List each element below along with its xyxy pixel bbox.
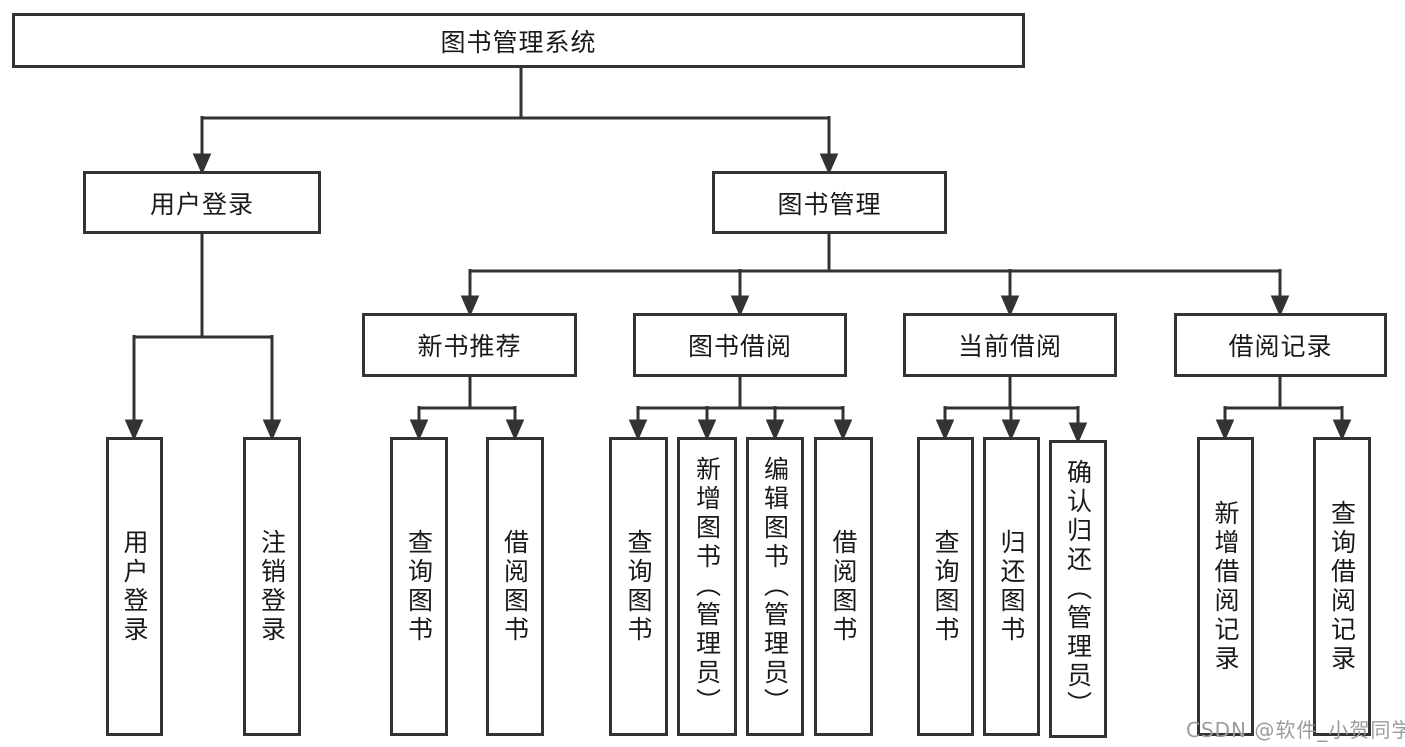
arrowhead-icon <box>460 295 480 317</box>
leaf-query-books-recommend: 查询图书 <box>390 437 448 736</box>
connector-user-login-children <box>124 234 282 441</box>
node-borrowing-records: 借阅记录 <box>1174 313 1387 377</box>
leaf-add-book-admin: 新增图书（管理员） <box>677 437 737 736</box>
arrowhead-icon <box>124 419 144 441</box>
arrowhead-icon <box>1215 419 1235 441</box>
arrowhead-icon <box>1068 422 1088 444</box>
arrowhead-icon <box>833 419 853 441</box>
leaf-borrow-books-borrowing: 借阅图书 <box>814 437 873 736</box>
arrowhead-icon <box>1270 295 1290 317</box>
leaf-user-login: 用户登录 <box>106 437 163 736</box>
connector-book-borrowing-children <box>628 377 853 441</box>
leaf-query-books-borrowing: 查询图书 <box>609 437 668 736</box>
node-library-system-root: 图书管理系统 <box>12 13 1025 68</box>
arrowhead-icon <box>765 419 785 441</box>
node-book-borrowing: 图书借阅 <box>633 313 847 377</box>
leaf-logout: 注销登录 <box>243 437 301 736</box>
arrowhead-icon <box>505 419 525 441</box>
leaf-borrow-books-recommend: 借阅图书 <box>486 437 544 736</box>
leaf-return-books: 归还图书 <box>983 437 1040 736</box>
node-new-book-recommend: 新书推荐 <box>362 313 577 377</box>
arrowhead-icon <box>1332 419 1352 441</box>
connector-root-to-level2 <box>192 68 839 175</box>
csdn-watermark: CSDN @软件_小贺同学 <box>1186 718 1405 742</box>
leaf-confirm-return-admin: 确认归还（管理员） <box>1049 440 1107 738</box>
connector-book-management-children <box>460 234 1290 317</box>
arrowhead-icon <box>262 419 282 441</box>
arrowhead-icon <box>697 419 717 441</box>
leaf-edit-book-admin: 编辑图书（管理员） <box>746 437 804 736</box>
arrowhead-icon <box>819 153 839 175</box>
arrowhead-icon <box>628 419 648 441</box>
arrowhead-icon <box>409 419 429 441</box>
arrowhead-icon <box>1000 295 1020 317</box>
arrowhead-icon <box>1001 419 1021 441</box>
connector-new-book-children <box>409 377 525 441</box>
connector-borrowing-records-children <box>1215 377 1352 441</box>
arrowhead-icon <box>935 419 955 441</box>
arrowhead-icon <box>730 295 750 317</box>
node-user-login: 用户登录 <box>83 171 321 234</box>
node-current-borrowing: 当前借阅 <box>903 313 1117 377</box>
node-book-management: 图书管理 <box>712 171 947 234</box>
leaf-add-borrow-record: 新增借阅记录 <box>1197 437 1254 736</box>
connector-current-borrowing-children <box>935 377 1088 444</box>
leaf-query-borrow-record: 查询借阅记录 <box>1313 437 1371 736</box>
arrowhead-icon <box>192 153 212 175</box>
leaf-query-books-current: 查询图书 <box>917 437 974 736</box>
